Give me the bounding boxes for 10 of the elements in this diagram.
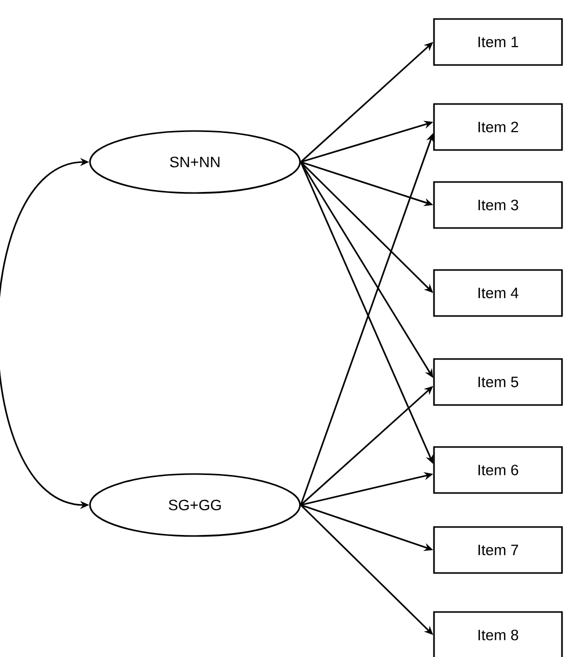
item-box: Item 4: [433, 269, 563, 317]
item-box: Item 6: [433, 446, 563, 494]
item-box: Item 3: [433, 181, 563, 229]
item-box: Item 2: [433, 103, 563, 151]
item-box: Item 7: [433, 526, 563, 574]
ellipse-node: SG+GG: [89, 473, 301, 537]
ellipse-node: SN+NN: [89, 130, 301, 194]
item-box: Item 5: [433, 358, 563, 406]
item-box: Item 8: [433, 611, 563, 657]
item-box: Item 1: [433, 18, 563, 66]
